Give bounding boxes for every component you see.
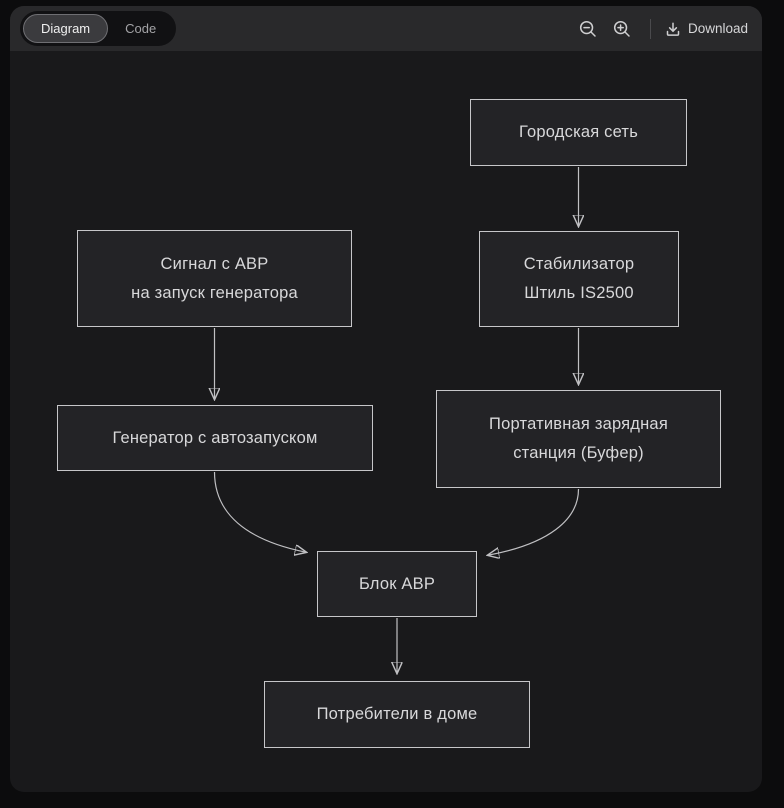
edge-generator-to-avr <box>213 471 306 552</box>
zoom-in-button[interactable] <box>608 15 636 43</box>
download-button[interactable]: Download <box>665 21 748 37</box>
zoom-out-icon <box>579 20 596 37</box>
node-label: Сигнал с АВР <box>160 254 269 273</box>
node-label: Потребители в доме <box>316 705 478 723</box>
diagram-canvas[interactable]: Городская сеть Сигнал с АВР на запуск ге… <box>10 51 762 792</box>
node-label: Портативная зарядная <box>489 415 668 433</box>
node-power-station: Портативная зарядная станция (Буфер) <box>436 390 721 488</box>
tab-code[interactable]: Code <box>108 14 173 43</box>
node-label: Генератор с автозапуском <box>112 428 318 447</box>
toolbar: Diagram Code <box>10 6 762 51</box>
node-label: Стабилизатор <box>523 255 635 273</box>
zoom-in-icon <box>613 20 630 37</box>
node-stabilizer: Стабилизатор Штиль IS2500 <box>479 231 679 327</box>
view-toggle: Diagram Code <box>20 11 177 46</box>
node-avr-block: Блок АВР <box>317 551 477 617</box>
toolbar-divider <box>649 18 651 39</box>
download-icon <box>666 21 680 36</box>
node-avr-signal: Сигнал с АВР на запуск генератора <box>77 230 352 327</box>
node-generator: Генератор с автозапуском <box>57 405 373 471</box>
zoom-out-button[interactable] <box>574 15 602 43</box>
toolbar-actions: Download <box>574 15 748 43</box>
node-label: на запуск генератора <box>131 283 298 302</box>
node-label: Штиль IS2500 <box>524 284 634 302</box>
diagram-layer: Городская сеть Сигнал с АВР на запуск ге… <box>10 6 762 792</box>
node-city-grid: Городская сеть <box>470 99 687 166</box>
tab-diagram[interactable]: Diagram <box>23 14 109 43</box>
diagram-panel: Diagram Code <box>10 6 762 792</box>
node-label: Блок АВР <box>358 574 436 593</box>
node-label: Городская сеть <box>519 123 638 141</box>
download-label: Download <box>687 21 748 36</box>
edge-station-to-avr <box>489 488 580 555</box>
diagram-edges <box>10 167 762 792</box>
node-label: станция (Буфер) <box>513 444 644 462</box>
node-consumers: Потребители в доме <box>264 681 530 748</box>
